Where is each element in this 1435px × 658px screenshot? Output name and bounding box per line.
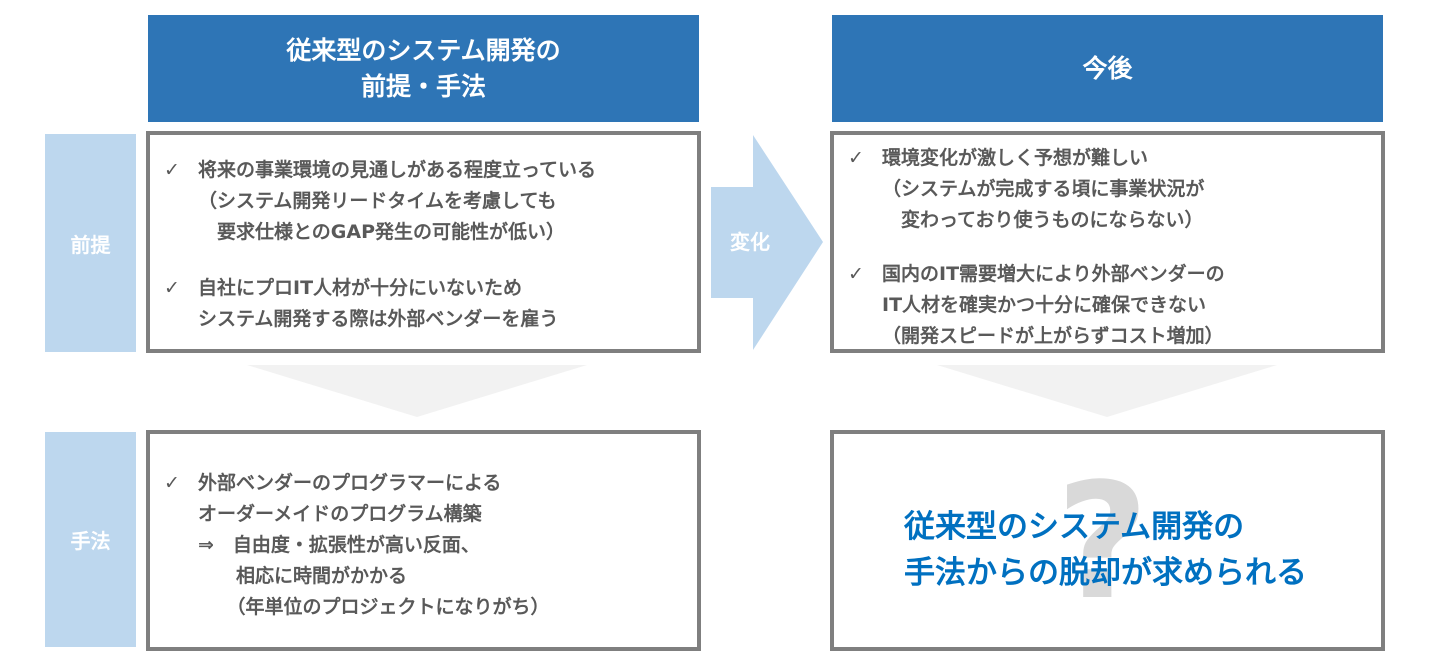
method-traditional-box: ✓ 外部ベンダーのプログラマーによる オーダーメイドのプログラム構築 ⇒ 自由度…	[146, 430, 701, 651]
change-label: 変化	[730, 230, 770, 254]
question-mark-icon: ?	[1056, 448, 1149, 635]
check-icon: ✓	[164, 277, 180, 299]
change-arrow-shape	[711, 135, 823, 350]
check-icon: ✓	[848, 263, 864, 285]
down-arrow-left	[247, 365, 587, 417]
down-arrow-right	[937, 365, 1277, 417]
conclusion-text: 従来型のシステム開発の 手法からの脱却が求められる	[904, 509, 1307, 591]
change-arrow	[711, 135, 823, 350]
check-icon: ✓	[164, 472, 180, 494]
header-traditional: 従来型のシステム開発の 前提・手法	[148, 15, 699, 122]
premise-future-box: ✓ 環境変化が激しく予想が難しい （システムが完成する頃に事業状況が 変わってお…	[830, 131, 1385, 353]
header-future: 今後	[832, 15, 1383, 122]
premise-traditional-box: ✓ 将来の事業環境の見通しがある程度立っている （システム開発リードタイムを考慮…	[146, 131, 701, 353]
header-traditional-line2: 前提・手法	[360, 71, 486, 101]
method-future-box: ? 従来型のシステム開発の 手法からの脱却が求められる	[830, 430, 1385, 651]
row-label-premise: 前提	[45, 134, 136, 352]
header-traditional-line1: 従来型のシステム開発の	[286, 35, 561, 65]
check-icon: ✓	[164, 159, 180, 181]
header-future-label: 今後	[1082, 53, 1133, 83]
row-label-method: 手法	[45, 432, 136, 647]
check-icon: ✓	[848, 147, 864, 169]
